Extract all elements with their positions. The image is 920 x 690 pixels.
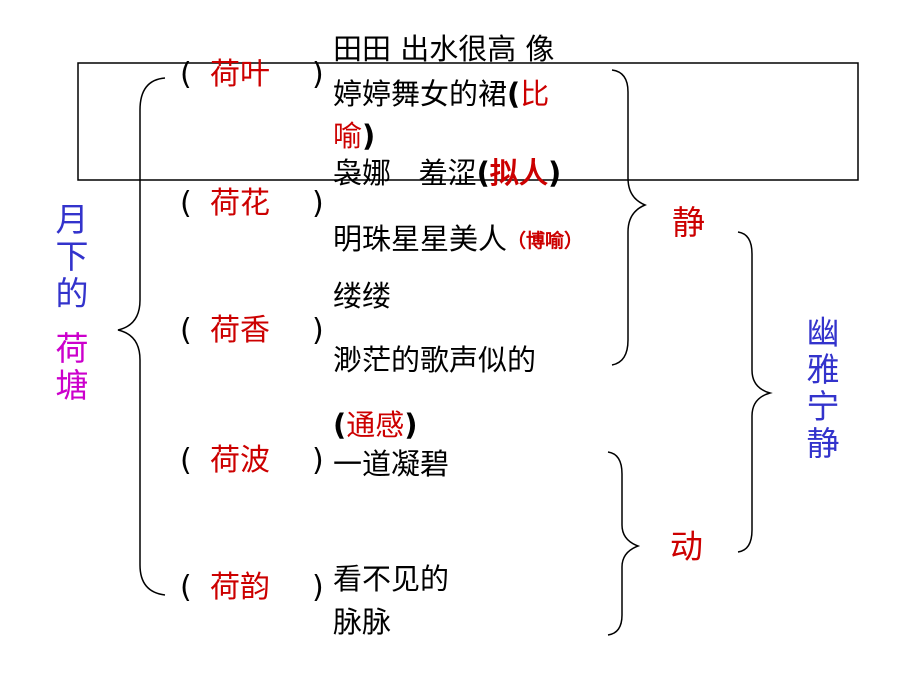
group-label: 荷波: [210, 443, 270, 478]
paren-open: (: [476, 156, 490, 190]
title-left-char: 下: [55, 236, 89, 276]
title-right-char: 幽: [806, 313, 840, 352]
paren-close: ): [312, 186, 324, 221]
static-label: 静: [672, 203, 705, 242]
paren-open: (: [180, 443, 192, 478]
title-left-char: 荷: [55, 328, 89, 368]
highlight-box: [77, 62, 859, 181]
title-left-char: 月: [55, 200, 89, 239]
title-left-char: 的: [55, 273, 89, 313]
left-brace: [117, 77, 166, 596]
static-brace: [611, 69, 647, 366]
group-label: 荷叶: [210, 57, 270, 92]
paren-open: (: [180, 186, 192, 221]
desc-line-7: 渺茫的歌声似的: [333, 343, 537, 377]
paren-open: (: [507, 77, 521, 111]
desc-line-3: 喻): [333, 122, 375, 151]
paren-close: ): [312, 57, 324, 92]
title-right-char: 宁: [806, 386, 840, 426]
desc-text: 婷婷舞女的裙: [333, 77, 508, 111]
desc-text: 袅娜 羞涩: [333, 156, 477, 190]
paren-open: (: [180, 57, 192, 92]
desc-line-8: (通感): [333, 411, 418, 440]
group-label: 荷香: [210, 313, 270, 348]
title-right-char: 雅: [806, 349, 840, 389]
paren-close: ): [362, 119, 376, 153]
desc-line-5: 明珠星星美人（博喻）: [333, 225, 583, 254]
title-left: 月 下 的 荷 塘: [52, 200, 92, 405]
rhetoric-label: 通感: [346, 408, 405, 442]
rhetoric-label: 喻: [333, 119, 363, 153]
paren-open: (: [180, 570, 192, 605]
desc-text: 明珠星星美人: [333, 222, 508, 256]
desc-line-9: 一道凝碧: [333, 447, 450, 481]
dynamic-brace: [607, 451, 641, 636]
desc-line-11: 脉脉: [333, 605, 392, 639]
title-right: 幽 雅 宁 静: [803, 313, 843, 463]
desc-line-10: 看不见的: [333, 562, 450, 596]
right-brace: [737, 231, 773, 553]
rhetoric-label: （博喻）: [507, 230, 584, 252]
paren-close: ): [312, 443, 324, 478]
rhetoric-label: 比: [520, 77, 550, 111]
paren-close: ): [312, 313, 324, 348]
dynamic-label: 动: [670, 527, 703, 566]
group-label: 荷韵: [210, 570, 270, 605]
desc-line-1: 田田 出水很高 像: [333, 32, 555, 66]
paren-close: ): [547, 156, 562, 190]
paren-open: (: [333, 408, 347, 442]
rhetoric-label: 拟人: [489, 156, 548, 190]
paren-close: ): [312, 570, 324, 605]
title-right-char: 静: [806, 423, 840, 463]
desc-line-2: 婷婷舞女的裙(比: [333, 80, 549, 109]
desc-line-6: 缕缕: [333, 279, 392, 313]
group-label: 荷花: [210, 186, 270, 221]
paren-close: ): [404, 408, 418, 442]
paren-open: (: [180, 313, 192, 348]
title-left-char: 塘: [55, 365, 89, 405]
desc-line-4: 袅娜 羞涩(拟人): [333, 159, 561, 188]
